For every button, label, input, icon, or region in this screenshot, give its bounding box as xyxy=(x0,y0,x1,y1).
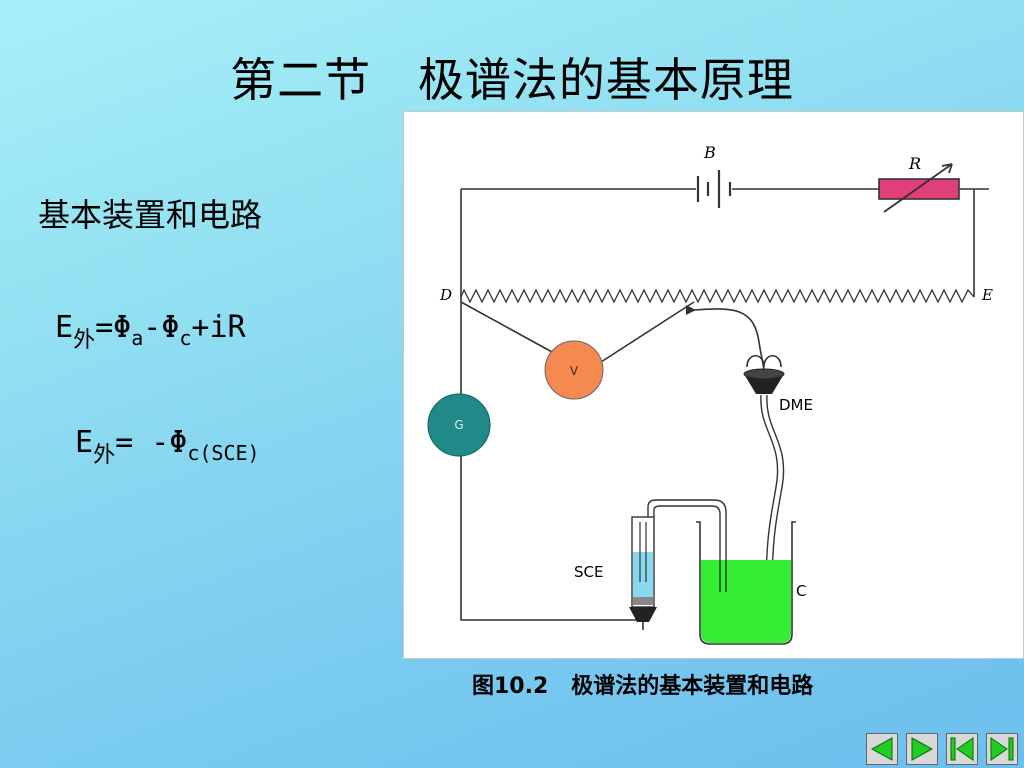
wire-slider-to-dme xyxy=(693,308,765,375)
eq2-e-sub: 外 xyxy=(93,443,116,468)
wire-left-lower xyxy=(460,452,639,621)
eq1-phi-c: Φ xyxy=(161,310,180,345)
voltmeter-icon xyxy=(544,340,604,400)
figure-caption: 图10.2 极谱法的基本装置和电路 xyxy=(472,674,814,699)
eq1-e: E xyxy=(55,310,74,345)
eq1-e-sub: 外 xyxy=(73,328,96,353)
next-slide-button[interactable] xyxy=(906,733,938,765)
label-e: E xyxy=(981,286,993,304)
eq1-equals: = xyxy=(95,310,114,345)
slide-title: 第二节 极谱法的基本原理 xyxy=(230,53,794,107)
first-slide-button[interactable] xyxy=(946,733,978,765)
section-subtitle: 基本装置和电路 xyxy=(38,196,263,234)
previous-slide-button[interactable] xyxy=(866,733,898,765)
eq2-equals: = xyxy=(115,425,152,460)
salt-bridge xyxy=(647,499,727,592)
eq1-phi-c-sub: c xyxy=(179,326,192,350)
last-slide-button[interactable] xyxy=(986,733,1018,765)
slide-wire-resistor xyxy=(460,288,975,304)
solution-fill xyxy=(701,560,791,643)
equation-sce-potential: E外= -Φc(SCE) xyxy=(75,425,260,469)
eq1-tail: +iR xyxy=(191,310,246,345)
eq1-phi-a: Φ xyxy=(113,310,132,345)
label-r: R xyxy=(908,154,921,173)
label-d: D xyxy=(439,286,452,304)
last-slide-icon xyxy=(986,733,1018,765)
equation-applied-potential: E外=Φa-Φc+iR xyxy=(55,310,246,354)
eq1-phi-a-sub: a xyxy=(131,326,144,350)
label-g: G xyxy=(454,418,463,432)
eq2-phi-sub: c(SCE) xyxy=(187,441,260,465)
label-v: V xyxy=(570,364,579,378)
eq2-neg-phi: -Φ xyxy=(151,425,188,460)
dme-reservoir-icon xyxy=(743,354,785,394)
label-c: C xyxy=(796,582,806,600)
slider-contact-icon xyxy=(686,305,696,315)
resistor-arrow xyxy=(883,163,953,213)
polarography-circuit-figure: B R D E V G DME C xyxy=(403,111,1024,659)
sce-electrode-icon xyxy=(629,516,657,630)
circuit-diagram: B R D E V G DME C xyxy=(427,143,993,645)
previous-slide-icon xyxy=(866,733,898,765)
variable-resistor-icon xyxy=(878,178,960,200)
wire-voltmeter-right xyxy=(600,301,695,363)
label-sce: SCE xyxy=(574,563,603,581)
eq1-minus: - xyxy=(143,310,162,345)
next-slide-icon xyxy=(906,733,938,765)
first-slide-icon xyxy=(946,733,978,765)
eq2-e: E xyxy=(75,425,94,460)
label-dme: DME xyxy=(779,396,813,414)
dme-capillary xyxy=(760,394,779,593)
beaker-icon xyxy=(696,521,796,645)
label-b: B xyxy=(703,143,716,162)
battery-icon xyxy=(696,170,732,208)
galvanometer-icon xyxy=(427,393,491,457)
wire-voltmeter-left xyxy=(460,301,553,353)
